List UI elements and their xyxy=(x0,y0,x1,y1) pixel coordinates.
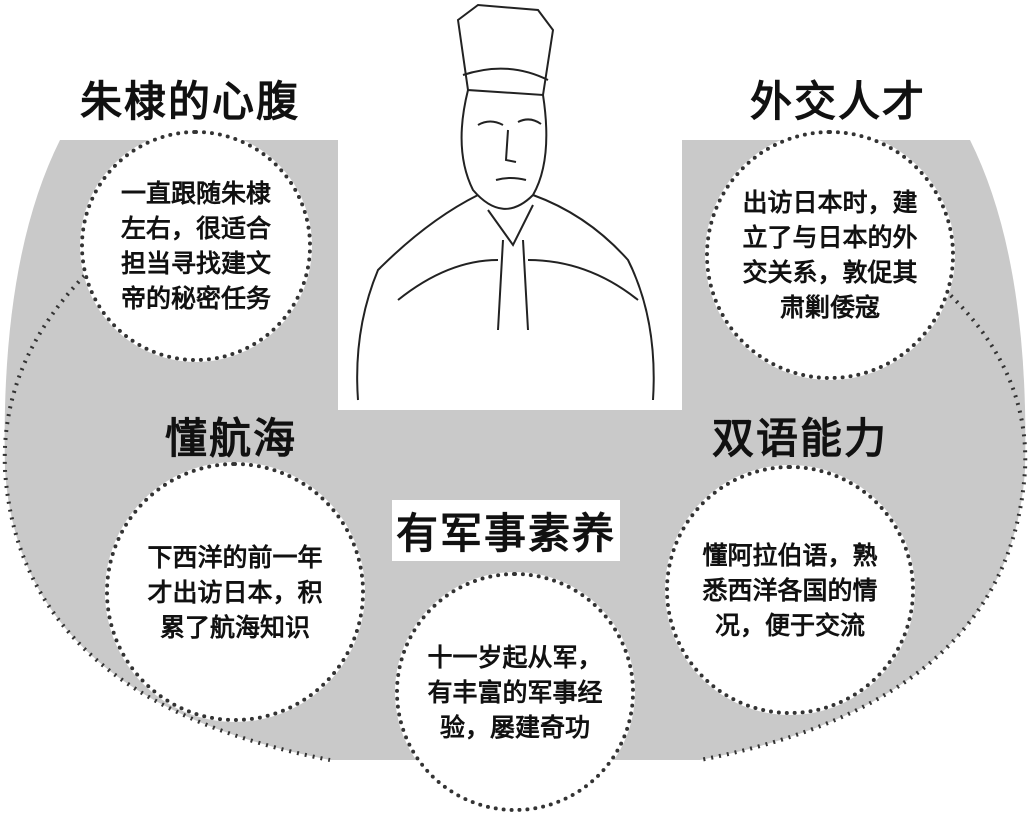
bubble-line: 才出访日本，积 xyxy=(147,577,323,607)
bubble-line: 悉西洋各国的情 xyxy=(702,575,878,605)
title-bilingual: 双语能力 xyxy=(712,414,889,463)
bubble-line: 一直跟随朱棣 xyxy=(120,179,271,208)
bubble-line: 肃剿倭寇 xyxy=(779,293,880,322)
bubble-line: 立了与日本的外 xyxy=(742,223,918,252)
bubble-bilingual: 懂阿拉伯语，熟 悉西洋各国的情 况，便于交流 xyxy=(665,465,915,715)
bubble-line: 左右，很适合 xyxy=(120,214,271,243)
bubble-line: 况，便于交流 xyxy=(714,610,865,640)
bubble-line: 验，屡建奇功 xyxy=(439,712,590,742)
bubble-line: 担当寻找建文 xyxy=(120,249,271,278)
bubble-line: 累了航海知识 xyxy=(159,612,310,642)
bubble-diplomat: 出访日本时，建 立了与日本的外 交关系，敦促其 肃剿倭寇 xyxy=(705,130,955,380)
bubble-line: 帝的秘密任务 xyxy=(120,284,271,313)
title-navigation: 懂航海 xyxy=(165,414,298,463)
bubble-military: 十一岁起从军， 有丰富的军事经 验，屡建奇功 xyxy=(395,572,635,812)
title-diplomat: 外交人才 xyxy=(750,77,927,126)
bubble-navigation: 下西洋的前一年 才出访日本，积 累了航海知识 xyxy=(105,462,365,722)
title-military: 有军事素养 xyxy=(392,500,621,561)
bubble-line: 交关系，敦促其 xyxy=(742,258,918,287)
bubble-line: 出访日本时，建 xyxy=(742,188,918,217)
title-confidant: 朱棣的心腹 xyxy=(80,77,301,126)
bubble-line: 十一岁起从军， xyxy=(427,642,603,672)
bubble-confidant: 一直跟随朱棣 左右，很适合 担当寻找建文 帝的秘密任务 xyxy=(80,130,312,362)
bubble-line: 下西洋的前一年 xyxy=(147,542,323,572)
portrait-sketch xyxy=(338,0,682,410)
official-portrait-icon xyxy=(356,3,655,401)
bubble-line: 有丰富的军事经 xyxy=(427,677,603,707)
bubble-line: 懂阿拉伯语，熟 xyxy=(702,540,878,570)
